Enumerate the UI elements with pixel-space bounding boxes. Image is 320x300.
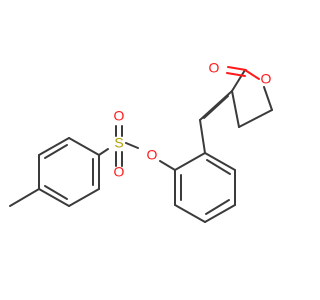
- bond-c4-c5: [238, 109, 273, 128]
- benzene-ring-tolyl: [9, 137, 100, 207]
- bond-ar-inner1: [206, 159, 231, 175]
- aryl-ester-link: [125, 142, 176, 171]
- bond-ar6: [174, 152, 206, 171]
- bond-c5-o1: [263, 86, 273, 111]
- bond-tol3: [38, 188, 70, 207]
- bond-c3-methine-a: [199, 90, 233, 121]
- bond-c2-carbonyl-a: [227, 66, 247, 71]
- bond-ar4: [174, 204, 206, 223]
- bond-tol5: [38, 137, 70, 156]
- bond-ar-inner2: [205, 199, 230, 215]
- carbonyl-oxygen-label: O: [209, 60, 220, 76]
- bond-s-aryl: [98, 148, 109, 156]
- lactone-ring: [226, 66, 273, 128]
- bond-tol6: [68, 137, 100, 156]
- bond-ar1: [204, 152, 236, 171]
- chemical-structure-diagram: O O O S O O: [9, 60, 273, 223]
- bond-o1-c2: [244, 69, 260, 80]
- bond-methyl: [9, 188, 40, 207]
- sulfur-label: S: [114, 135, 123, 151]
- sulfonyl-group: [98, 125, 123, 167]
- ring-oxygen-label: O: [261, 71, 272, 87]
- bond-o-s: [125, 142, 139, 149]
- bond-aryl-o: [159, 160, 176, 171]
- bond-ar3: [204, 204, 236, 223]
- benzene-ring-central: [174, 152, 236, 223]
- sulfonyl-oxygen-top-label: O: [114, 108, 125, 124]
- bond-c3-methine-b: [203, 95, 229, 119]
- structure-canvas: O O O S O O: [9, 60, 273, 223]
- bond-c3-c4: [231, 90, 240, 128]
- bond-tol2: [68, 188, 100, 207]
- bond-tol-inner3: [44, 144, 68, 159]
- ester-oxygen-label: O: [147, 147, 158, 163]
- exocyclic-alkene: [199, 90, 233, 154]
- atom-labels: O O O S O O: [114, 60, 272, 180]
- bond-methine-aryl: [199, 119, 206, 154]
- bond-tol-inner2: [44, 185, 68, 200]
- bond-c2-carbonyl-b: [226, 72, 246, 77]
- bond-c2-c3: [231, 69, 246, 92]
- sulfonyl-oxygen-bottom-label: O: [114, 164, 125, 180]
